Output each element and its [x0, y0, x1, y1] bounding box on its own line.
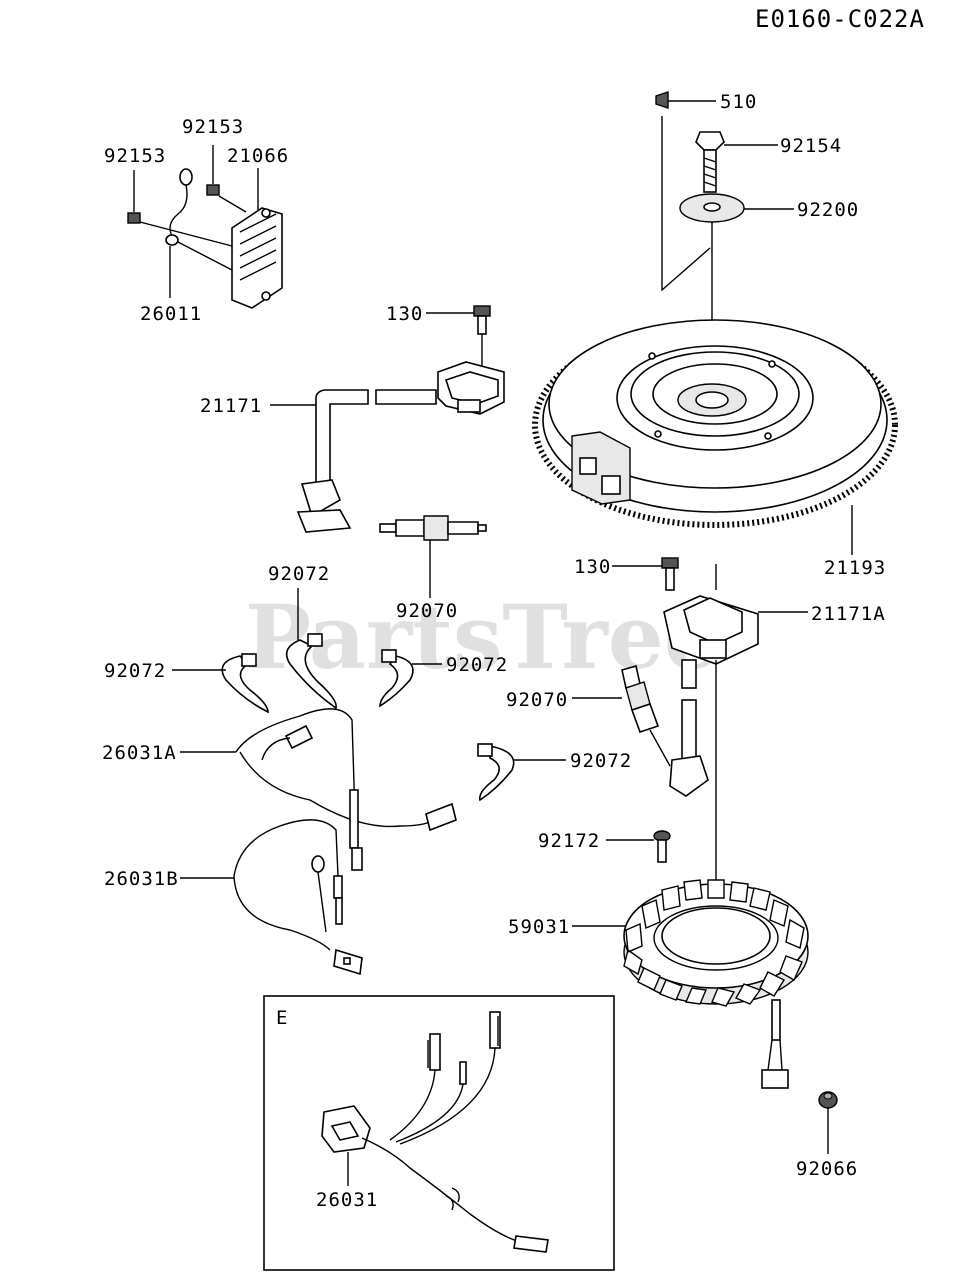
- label-130-lower: 130: [574, 556, 611, 578]
- ground-lead-26011[interactable]: [165, 168, 233, 298]
- clamp-92072-c[interactable]: [379, 649, 414, 708]
- label-59031: 59031: [508, 916, 570, 938]
- screw-92172[interactable]: [653, 830, 671, 863]
- label-92070-lower: 92070: [506, 689, 568, 711]
- key-510[interactable]: [655, 91, 669, 109]
- label-21193: 21193: [824, 557, 886, 579]
- ignition-coil-21171[interactable]: [296, 361, 505, 533]
- bolt-130-upper[interactable]: [473, 305, 491, 335]
- bolt-92153-right[interactable]: [206, 145, 247, 213]
- label-92072-left: 92072: [104, 660, 166, 682]
- label-21171A: 21171A: [811, 603, 886, 625]
- label-92153-right: 92153: [182, 116, 244, 138]
- nut-92066[interactable]: [818, 1091, 838, 1109]
- label-26011: 26011: [140, 303, 202, 325]
- label-26031B: 26031B: [104, 868, 179, 890]
- clamp-92072-a[interactable]: [285, 633, 337, 710]
- watermark: PartsTree: [245, 585, 720, 689]
- stator-59031[interactable]: [623, 879, 809, 1089]
- label-92072-lower: 92072: [570, 750, 632, 772]
- label-26031A: 26031A: [102, 742, 177, 764]
- inset-letter: E: [276, 1007, 288, 1029]
- clamp-92072-d[interactable]: [477, 743, 515, 802]
- label-130-upper: 130: [386, 303, 423, 325]
- bolt-130-lower[interactable]: [661, 557, 679, 591]
- label-92066: 92066: [796, 1158, 858, 1180]
- harness-26031A[interactable]: [235, 708, 457, 871]
- clamp-92072-b[interactable]: [221, 653, 269, 714]
- label-92172: 92172: [538, 830, 600, 852]
- label-510: 510: [720, 91, 757, 113]
- harness-connector-26031[interactable]: [321, 1011, 549, 1253]
- washer-92200[interactable]: [679, 193, 745, 223]
- label-92072-right: 92072: [446, 654, 508, 676]
- label-92200: 92200: [797, 199, 859, 221]
- spark-plug-92070-upper[interactable]: [379, 515, 487, 541]
- bolt-92154[interactable]: [695, 131, 725, 193]
- label-26031: 26031: [316, 1189, 378, 1211]
- flywheel-21193[interactable]: [532, 319, 898, 528]
- label-21066: 21066: [227, 145, 289, 167]
- label-92072-top: 92072: [268, 563, 330, 585]
- bolt-92153-left[interactable]: [127, 170, 233, 247]
- regulator-21066[interactable]: [231, 207, 283, 309]
- label-92070-upper: 92070: [396, 600, 458, 622]
- label-92153-left: 92153: [104, 145, 166, 167]
- harness-26031B[interactable]: [233, 819, 363, 976]
- ignition-coil-21171A[interactable]: [663, 595, 759, 797]
- spark-plug-92070-lower[interactable]: [621, 664, 671, 767]
- label-92154: 92154: [780, 135, 842, 157]
- diagram-code: E0160-C022A: [755, 5, 925, 33]
- label-21171: 21171: [200, 395, 262, 417]
